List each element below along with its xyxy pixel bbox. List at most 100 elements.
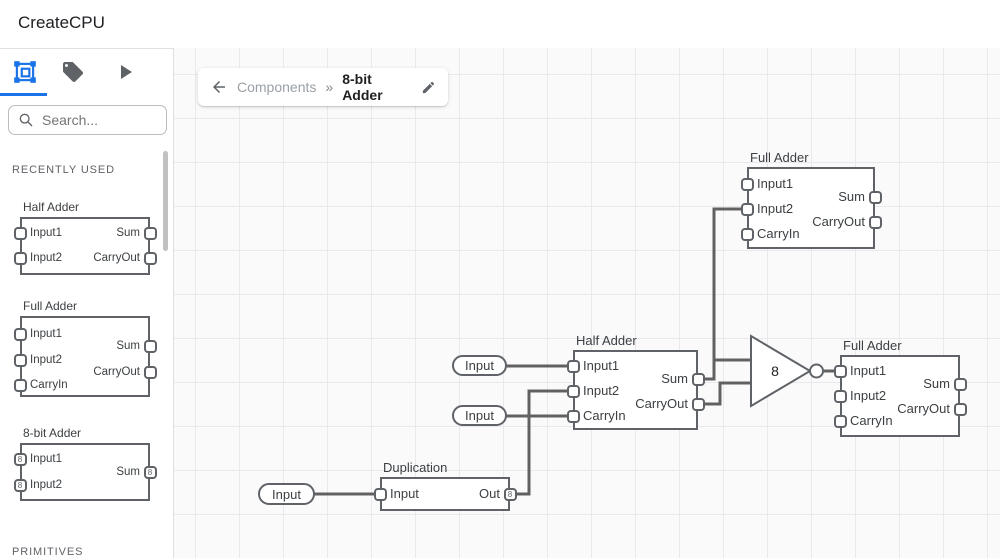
port-label-input2: Input2 [850,388,887,403]
port-label-input1: Input1 [583,358,620,373]
port-carryin[interactable] [740,227,754,241]
input-pill[interactable]: Input [452,405,507,426]
tab-simulate[interactable] [110,57,140,87]
search-input[interactable] [42,112,152,128]
play-icon [121,65,132,79]
breadcrumb-parent[interactable]: Components [237,79,317,95]
app-header: CreateCPU [0,0,1000,48]
port-label-input2: Input2 [757,201,794,216]
port-carryout[interactable] [143,365,157,379]
port-sum[interactable] [143,226,157,240]
port-label-input2: Input2 [30,354,62,366]
port-label-sum: Sum [116,340,140,352]
port-carryin[interactable] [13,378,27,392]
port-carryout[interactable] [868,215,882,229]
breadcrumb-current: 8-bit Adder [342,71,383,103]
port-input2[interactable] [13,353,27,367]
node-title-full-adder: Full Adder [843,338,902,353]
node-title-full-adder: Full Adder [750,150,809,165]
port-label-sum: Sum [838,189,865,204]
port-label-carryout: CarryOut [812,214,865,229]
port-sum[interactable] [691,372,705,386]
port-input2[interactable] [566,384,580,398]
wire[interactable] [698,207,747,381]
port-label-input1: Input1 [30,453,62,465]
port-label-carryout: CarryOut [93,366,140,378]
tag-icon [63,62,83,82]
back-button[interactable] [210,78,228,96]
port-input2[interactable] [740,202,754,216]
port-sum[interactable] [868,190,882,204]
port-input1[interactable] [740,177,754,191]
node-half-adder[interactable] [20,217,150,275]
port-out[interactable]: 8 [503,487,517,501]
input-pill[interactable]: Input [452,355,507,376]
port-label-input1: Input1 [30,328,62,340]
port-carryin[interactable] [566,409,580,423]
port-input2[interactable] [13,251,27,265]
port-carryin[interactable] [833,414,847,428]
port-label-input2: Input2 [583,383,620,398]
section-recently-used: RECENTLY USED [12,164,115,176]
port-input1[interactable] [833,364,847,378]
port-input2[interactable] [833,389,847,403]
port-carryout[interactable] [953,402,967,416]
pencil-icon [422,81,435,93]
tab-components[interactable] [10,57,40,87]
component-select-icon [14,61,36,83]
app-title: CreateCPU [18,13,105,32]
port-label-carryout: CarryOut [897,401,950,416]
merger-gate[interactable] [750,334,812,408]
port-sum[interactable] [143,339,157,353]
port-input1[interactable] [566,359,580,373]
port-sum[interactable] [953,377,967,391]
port-label-sum: Sum [116,466,140,478]
active-tab-underline [0,93,47,96]
port-label-carryin: CarryIn [757,226,800,241]
node-title-full-adder: Full Adder [23,299,78,313]
port-sum[interactable]: 8 [143,465,157,479]
port-input[interactable] [373,487,387,501]
port-carryout[interactable] [143,251,157,265]
node-full-adder[interactable] [840,355,960,437]
arrow-left-icon [213,81,225,93]
edit-name-button[interactable] [421,80,436,95]
search-box [8,105,167,135]
input-pill[interactable]: Input [258,483,315,505]
port-input1[interactable]: 8 [13,452,27,466]
breadcrumb-separator: » [325,79,334,95]
section-primitives: PRIMITIVES [12,546,84,558]
port-input1[interactable] [13,327,27,341]
port-label-input1: Input1 [757,176,794,191]
port-input1[interactable] [13,226,27,240]
node-title-8-bit-adder: 8-bit Adder [23,426,82,440]
port-input2[interactable]: 8 [13,478,27,492]
node-title-half-adder: Half Adder [576,333,637,348]
sidebar-tabs [0,49,173,96]
port-label-carryin: CarryIn [850,413,893,428]
port-label-sum: Sum [923,376,950,391]
port-label-carryin: CarryIn [583,408,626,423]
port-label-input: Input [390,486,419,501]
port-label-carryout: CarryOut [93,252,140,264]
port-label-sum: Sum [661,371,688,386]
wire[interactable] [698,381,751,406]
port-label-sum: Sum [116,227,140,239]
port-label-input2: Input2 [30,479,62,491]
port-label-carryin: CarryIn [30,379,68,391]
port-label-out: Out [479,486,500,501]
search-icon [19,113,33,127]
canvas[interactable] [174,48,1000,558]
port-label-input1: Input1 [30,227,62,239]
port-label-input2: Input2 [30,252,62,264]
sidebar-scrollbar[interactable] [163,151,168,251]
node-title-duplication: Duplication [383,460,448,475]
wire[interactable] [510,389,573,496]
port-carryout[interactable] [691,397,705,411]
tab-tags[interactable] [58,57,88,87]
node-title-half-adder: Half Adder [23,200,80,214]
port-label-carryout: CarryOut [635,396,688,411]
